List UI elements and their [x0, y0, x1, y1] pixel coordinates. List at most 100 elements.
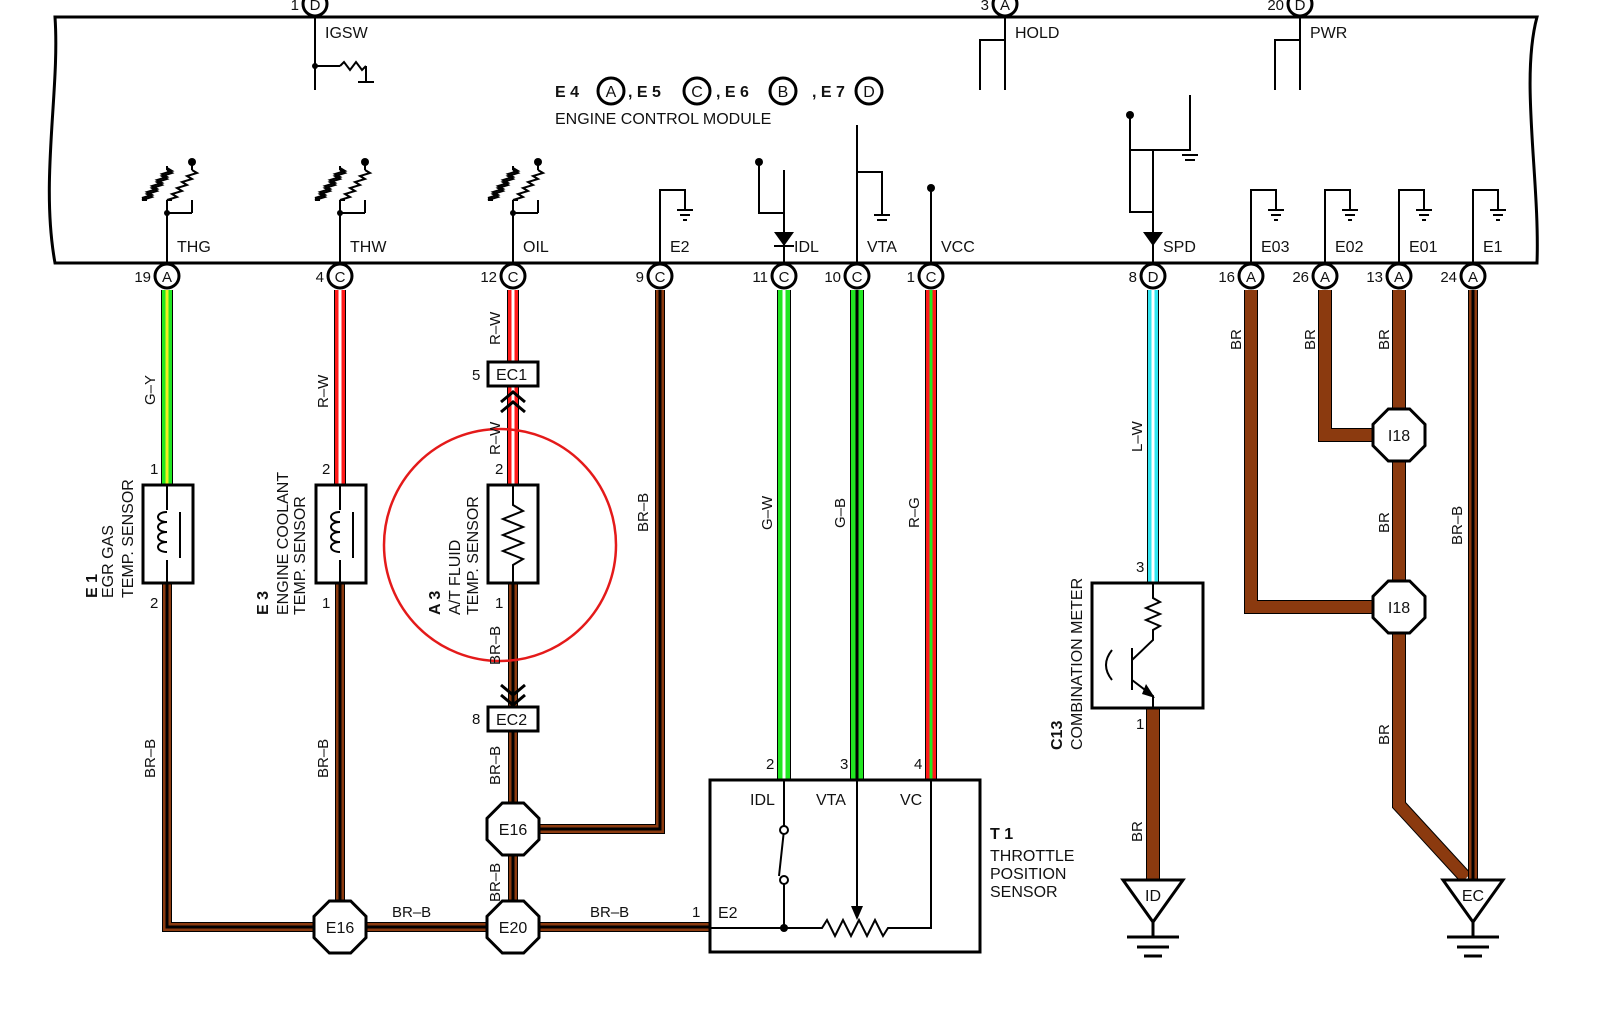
- wire-label-e1: BR–B: [1449, 506, 1466, 545]
- pin-label: E01: [1409, 239, 1438, 256]
- splice-label: E16: [499, 822, 528, 839]
- wire-label-e01: BR: [1376, 329, 1393, 350]
- ecm-outline: [47, 15, 1539, 265]
- pin-label: THG: [177, 239, 211, 256]
- wire-label-spd: L–W: [1129, 420, 1146, 452]
- pin-label: PWR: [1310, 25, 1347, 42]
- wire-e03: [1244, 290, 1399, 614]
- wire-label-e01-mid: BR: [1376, 512, 1393, 533]
- wire-label-oil-mid: R–W: [487, 421, 504, 455]
- label: EC1: [496, 367, 527, 384]
- pin-label: HOLD: [1015, 25, 1059, 42]
- wire-sensor-ground: [162, 583, 710, 932]
- egr-gas-temp-sensor: 1 2 E 1 EGR GAS TEMP. SENSOR: [84, 461, 195, 612]
- connector-letter: D: [863, 84, 875, 101]
- pin-letter: C: [852, 269, 863, 286]
- throttle-position-sensor: IDL VTA VC E2 2 3 4 1 T 1 THROTTLE POSIT…: [692, 756, 1074, 954]
- label: THROTTLE: [990, 848, 1074, 865]
- label: COMBINATION METER: [1069, 578, 1086, 750]
- wire-label-thg-bottom: BR–B: [142, 739, 159, 778]
- wire-label-idl: G–W: [759, 495, 776, 530]
- pin-letter: A: [1320, 269, 1330, 286]
- splice-label: E16: [326, 920, 355, 937]
- splice-label: I18: [1388, 600, 1410, 617]
- wires: [161, 290, 1478, 932]
- diode-icon: [774, 232, 794, 246]
- pin-number: 10: [824, 269, 841, 286]
- splice-e16-lower: E16: [312, 899, 368, 955]
- label: ENGINE COOLANT: [275, 472, 292, 615]
- pin-number: 13: [1366, 269, 1383, 286]
- label: E 1: [84, 574, 101, 598]
- connector-ec2: EC2 8: [472, 683, 540, 733]
- splice-e16-upper: E16: [485, 801, 541, 857]
- connector-letter: B: [778, 84, 789, 101]
- coil-icon: [330, 511, 341, 553]
- label: 1: [692, 904, 700, 921]
- connector-letter-badge: D: [854, 76, 884, 106]
- pin-letter: A: [1246, 269, 1256, 286]
- pin-label: SPD: [1163, 239, 1196, 256]
- label: TEMP. SENSOR: [465, 496, 482, 615]
- pin-label: VTA: [867, 239, 897, 256]
- grounds: ID EC: [1120, 878, 1506, 958]
- pin: C 12 OIL: [480, 239, 549, 290]
- connector-letter-badge: A: [596, 76, 626, 106]
- pin-label: IDL: [794, 239, 819, 256]
- splice-i18-upper: I18: [1371, 407, 1427, 463]
- pullup-resistor-icon: [314, 158, 373, 263]
- coil-icon: [157, 511, 168, 553]
- wire-label-vta: G–B: [832, 498, 849, 528]
- label: 3: [1136, 559, 1144, 576]
- ground-label: EC: [1462, 888, 1484, 905]
- pin-number: 1: [291, 0, 299, 14]
- ecm-internal-circuits: [141, 17, 1506, 263]
- connector-letter-badge: B: [768, 76, 798, 106]
- pin-label: E03: [1261, 239, 1290, 256]
- pin: A 13 E01: [1366, 239, 1438, 290]
- splice-label: E20: [499, 920, 528, 937]
- label: 1: [150, 461, 158, 478]
- pin-label: VCC: [941, 239, 975, 256]
- label: VC: [900, 792, 922, 809]
- chevron-down-icon: [500, 683, 526, 707]
- pin-number: 26: [1292, 269, 1309, 286]
- pullup-resistor-icon: [487, 158, 546, 263]
- pin-number: 9: [636, 269, 644, 286]
- pin-label: OIL: [523, 239, 549, 256]
- connector-letter: A: [606, 84, 617, 101]
- pin-label: E2: [670, 239, 690, 256]
- label: EGR GAS: [100, 525, 117, 598]
- pin-letter: A: [1000, 0, 1010, 14]
- pin: C9 E2: [636, 239, 690, 290]
- label: T 1: [990, 826, 1013, 843]
- ecm-title: ENGINE CONTROL MODULE: [555, 111, 771, 128]
- pin-number: 3: [981, 0, 989, 14]
- pin-letter: D: [310, 0, 321, 14]
- label: 2: [150, 595, 158, 612]
- label: 1: [495, 595, 503, 612]
- chevron-up-icon: [500, 390, 526, 414]
- label: POSITION: [990, 866, 1066, 883]
- pin-letter: C: [655, 269, 666, 286]
- wire-label-vcc: R–G: [906, 497, 923, 528]
- wire-e2: [513, 290, 665, 834]
- pin-letter: C: [508, 269, 519, 286]
- diode-icon: [1143, 232, 1163, 246]
- wire-label-thw-bottom: BR–B: [315, 739, 332, 778]
- pin-letter: A: [1394, 269, 1404, 286]
- label: A 3: [427, 591, 444, 615]
- wire-label-e02: BR: [1302, 329, 1319, 350]
- label: SENSOR: [990, 884, 1058, 901]
- wire-label-oil-e20: BR–B: [487, 863, 504, 902]
- highlight-circle: [382, 427, 618, 663]
- label: VTA: [816, 792, 846, 809]
- ground-label: ID: [1145, 888, 1161, 905]
- pin-number: 12: [480, 269, 497, 286]
